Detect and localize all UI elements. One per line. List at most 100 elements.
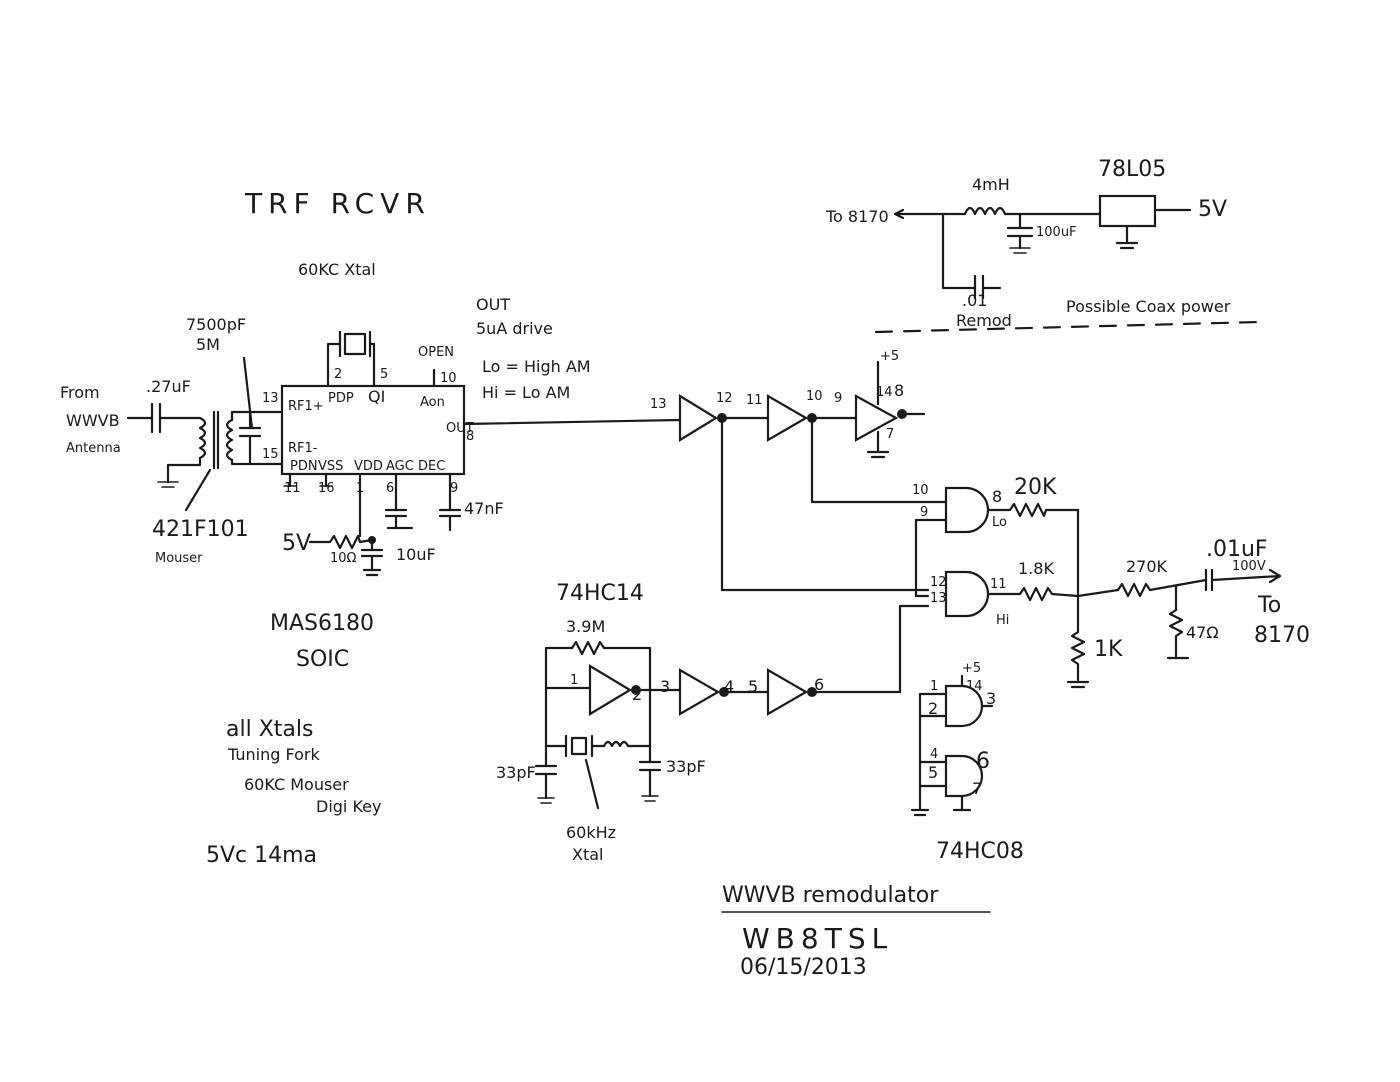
input-line-1: From	[60, 383, 100, 402]
crystal-label: 60KC Xtal	[298, 260, 376, 279]
inv-pin-8: 8	[894, 381, 904, 400]
transformer-secondary	[225, 418, 234, 462]
pin-label-vss: VSS	[318, 459, 343, 474]
osc-cap-left-label: 33pF	[496, 763, 536, 782]
output-to-label: To	[1257, 593, 1281, 618]
tuning-cap-label-2: 5M	[196, 335, 220, 354]
inverter-2	[766, 394, 809, 442]
pin-label-dec: DEC	[418, 459, 445, 474]
gate-hi-label: Hi	[996, 613, 1009, 628]
pin-8: 8	[466, 429, 474, 444]
pin-5: 5	[380, 367, 388, 382]
inv-pin-10: 10	[806, 389, 823, 404]
resistor-47ohm-label: 47Ω	[1186, 623, 1219, 642]
and-gate-hi	[944, 570, 990, 618]
pin-label-rf1p: RF1+	[288, 399, 324, 414]
osc-chip-label: 74HC14	[556, 581, 644, 606]
supply-label: 5V	[282, 531, 311, 556]
footer-title: WWVB remodulator	[722, 883, 939, 908]
resistor-1k-label: 1K	[1094, 637, 1123, 662]
pin-label-rf1m: RF1-	[288, 441, 318, 456]
inverter-3	[854, 394, 899, 442]
pin-label-pdn: PDN	[290, 459, 318, 474]
tuning-cap-label-1: 7500pF	[186, 315, 246, 334]
pin-6: 6	[386, 481, 394, 496]
spare-pin-6: 6	[976, 749, 990, 774]
ic-package: SOIC	[296, 647, 349, 672]
cap-10uf-label: 10uF	[396, 545, 436, 564]
note-line-4: Digi Key	[316, 797, 381, 816]
and-gate-lo	[944, 486, 990, 534]
inv-pin-12: 12	[716, 391, 733, 406]
spare-pin-3: 3	[986, 689, 996, 708]
spare-pin-5: 5	[928, 763, 938, 782]
spare-pin-2: 2	[928, 699, 938, 718]
resistor-3.9m	[570, 640, 652, 748]
osc-crystal	[564, 734, 594, 758]
schematic-title: TRF RCVR	[244, 187, 431, 220]
osc-pin-2: 2	[632, 685, 642, 704]
pin-11: 11	[284, 481, 301, 496]
note-line-3: 60KC Mouser	[244, 775, 349, 794]
gate-lo-out: 8	[992, 487, 1002, 506]
inv-pin-14: 14	[876, 385, 893, 400]
note-line-1: all Xtals	[226, 717, 313, 742]
resistor-270k-label: 270K	[1126, 557, 1168, 576]
transformer-label: 421F101	[152, 517, 249, 542]
footer-date: 06/15/2013	[740, 955, 867, 980]
receiver-section: 60KC Xtal From WWVB Antenna .27uF 7500pF…	[60, 260, 682, 672]
spare-pin-7: 7	[972, 779, 982, 798]
resistor-1.8k-label: 1.8K	[1018, 559, 1054, 578]
pin-label-agc: AGC	[386, 459, 414, 474]
current-note: 5Vc 14ma	[206, 843, 317, 868]
osc-inverter-3	[766, 668, 809, 716]
transformer-vendor: Mouser	[155, 551, 203, 566]
pin-2: 2	[334, 367, 342, 382]
footer: WWVB remodulator WB8TSL 06/15/2013	[721, 883, 991, 980]
osc-crystal-label-1: 60kHz	[566, 823, 616, 842]
resistor-20k	[1008, 502, 1080, 598]
inverter-1	[678, 394, 719, 442]
inductor-4mh	[963, 206, 1007, 216]
output-gates: 10 9 8 Lo 20K 12 13 11 Hi 1.8K 1K 270K 4…	[720, 416, 1310, 689]
regulator-output-label: 5V	[1198, 197, 1227, 222]
cap-01-label: .01	[962, 291, 987, 310]
resistor-270k	[1116, 578, 1208, 598]
pin-16: 16	[318, 481, 335, 496]
inv-pin-13: 13	[650, 397, 667, 412]
mas6180-ic	[280, 384, 466, 476]
logic-note-2: Hi = Lo AM	[482, 383, 570, 402]
pin-9: 9	[450, 481, 458, 496]
resistor-3.9m-label: 3.9M	[566, 617, 605, 636]
ic-name: MAS6180	[270, 611, 374, 636]
output-cap-label-1: .01uF	[1206, 537, 1268, 562]
resistor-1.8k	[1018, 586, 1080, 602]
note-line-2: Tuning Fork	[227, 745, 320, 764]
power-to-label: To 8170	[825, 207, 889, 226]
osc-inverter-2	[678, 668, 721, 716]
inverter-vcc: +5	[880, 349, 899, 364]
pin-15: 15	[262, 447, 279, 462]
spare-gates: +5 14 1 2 3 4 5 6 7 74HC08	[910, 661, 1024, 864]
gate-hi-out: 11	[990, 577, 1007, 592]
transformer-primary	[198, 416, 207, 460]
output-8170-label: 8170	[1254, 623, 1310, 648]
ic-crystal	[338, 330, 372, 358]
section-divider	[874, 320, 1260, 334]
output-cap-label-2: 100V	[1232, 559, 1266, 574]
gate-hi-in1: 12	[930, 575, 947, 590]
pin-label-pdp: PDP	[328, 391, 354, 406]
resistor-10ohm-label: 10Ω	[330, 551, 357, 566]
cap-47nf-label: 47nF	[464, 499, 504, 518]
input-cap-label: .27uF	[146, 377, 191, 396]
inv-pin-7: 7	[886, 427, 894, 442]
pin-label-aon: Aon	[420, 395, 445, 410]
osc-pin-5: 5	[748, 677, 758, 696]
cap-100uf-label: 100uF	[1036, 225, 1077, 240]
oscillator: 74HC14 3.9M 1 2 3 4 5 6 33pF 33pF 60kHz …	[496, 581, 930, 864]
input-line-2: WWVB	[66, 411, 120, 430]
regulator-78l05	[1098, 194, 1157, 228]
open-label: OPEN	[418, 345, 454, 360]
osc-pin-6: 6	[814, 675, 824, 694]
